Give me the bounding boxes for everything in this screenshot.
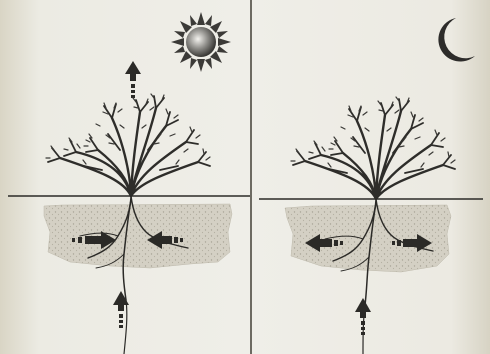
shrub xyxy=(291,97,455,199)
moon-icon xyxy=(438,18,475,62)
day-panel xyxy=(0,0,251,354)
night-panel xyxy=(251,0,490,354)
transpiration-arrow-up xyxy=(125,61,141,98)
deep-root-arrow-up xyxy=(355,298,371,335)
soil-root-zone xyxy=(44,204,232,268)
shrub xyxy=(46,94,210,196)
night-panel-drawing xyxy=(251,0,490,354)
day-panel-drawing xyxy=(0,0,251,354)
sun-icon xyxy=(171,12,231,72)
